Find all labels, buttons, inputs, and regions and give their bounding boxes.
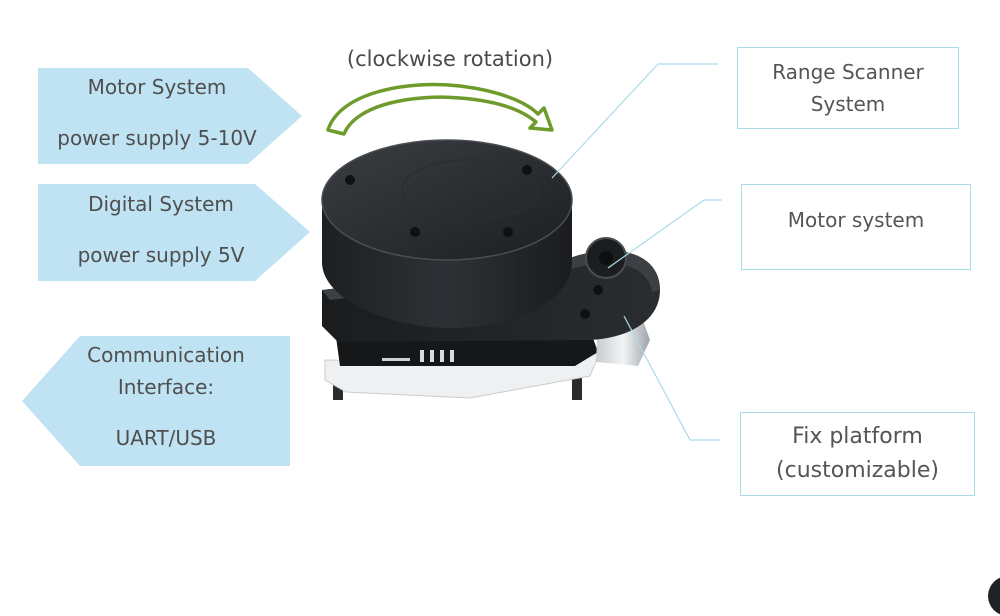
lidar-device-image [321, 139, 660, 400]
svg-text:power supply 5V: power supply 5V [78, 243, 245, 267]
callout-line-motor-system [607, 199, 722, 269]
label-communication: Communication Interface: UART/USB [22, 336, 290, 466]
svg-text:power supply 5-10V: power supply 5-10V [57, 126, 257, 150]
label-range-scanner: Range Scanner System [737, 47, 959, 129]
rotation-arrow-icon [326, 82, 554, 136]
svg-text:Digital System: Digital System [88, 192, 234, 216]
label-motor-system: Motor system [741, 184, 971, 270]
callout-line-fix-platform [623, 315, 720, 441]
label-fix-platform: Fix platform (customizable) [740, 412, 975, 496]
callout-line-range-scanner [551, 63, 718, 179]
svg-text:Motor System: Motor System [88, 75, 227, 99]
svg-text:UART/USB: UART/USB [116, 426, 217, 450]
svg-text:Interface:: Interface: [118, 375, 214, 399]
rotation-caption: (clockwise rotation) [347, 47, 553, 71]
label-motor-power: Motor System power supply 5-10V [38, 68, 302, 164]
svg-text:Communication: Communication [87, 343, 245, 367]
corner-button[interactable] [988, 576, 1000, 616]
callout-lines [551, 63, 722, 441]
label-digital-power: Digital System power supply 5V [38, 184, 310, 281]
